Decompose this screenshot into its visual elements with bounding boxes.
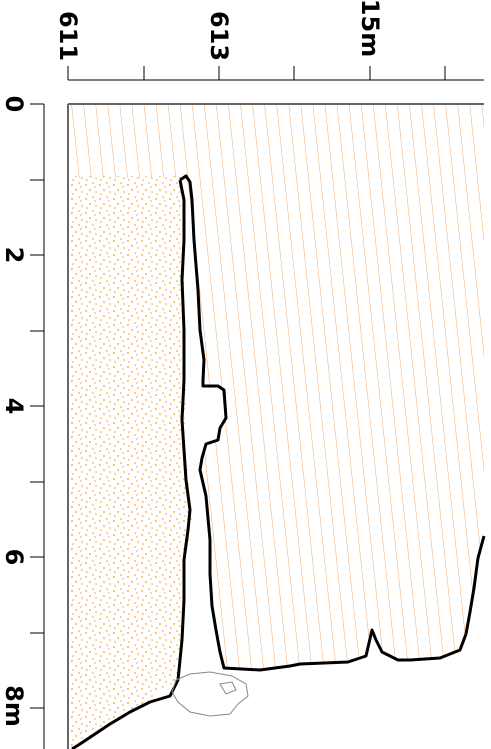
boulder-outline	[171, 671, 249, 717]
left-tick-label-8m: 8m	[0, 685, 28, 727]
cave-outline-wall	[179, 174, 486, 672]
left-tick-label-2: 2	[0, 247, 28, 264]
cave-outline-floor	[71, 179, 192, 749]
hatched-rock-region	[68, 104, 484, 670]
left-tick-label-0: 0	[0, 96, 28, 113]
top-tick-label-611: 611	[54, 11, 82, 61]
top-tick-label-613: 613	[205, 11, 233, 61]
dotted-sediment-region	[68, 176, 192, 749]
left-tick-label-6: 6	[0, 549, 28, 566]
top-axis-ticks	[67, 66, 446, 80]
top-tick-label-15m: 15m	[356, 0, 384, 57]
left-tick-label-4: 4	[0, 398, 28, 415]
left-axis-ticks	[30, 103, 44, 709]
